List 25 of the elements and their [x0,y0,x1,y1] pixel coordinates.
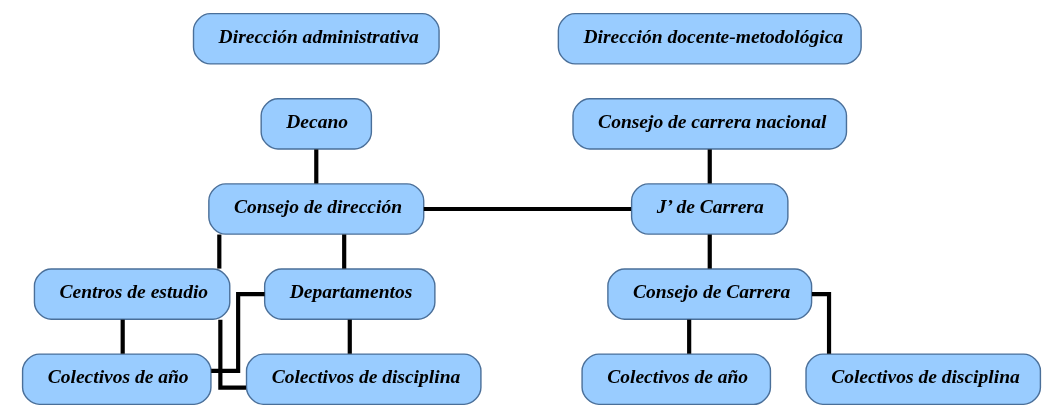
node-box: Consejo de dirección [208,183,425,235]
connector [707,149,712,184]
connector [314,149,319,184]
node-box: Departamentos [263,268,436,320]
connector [217,234,222,269]
node-box: Consejo de carrera nacional [572,98,848,150]
connector [707,234,712,269]
connector [211,292,265,373]
node-box: Colectivos de año [21,353,212,406]
node-box: Colectivos de año [581,353,772,406]
node-box: Consejo de Carrera [607,268,813,320]
connector [218,319,246,390]
connector [423,206,632,212]
connector [687,319,692,354]
connector [347,319,352,354]
node-box: Centros de estudio [33,268,231,320]
connector [811,292,832,354]
node-box: Colectivos de disciplina [805,353,1042,406]
connector [120,319,125,354]
connector [342,234,347,269]
node-box: Dirección docente-metodológica [557,12,862,65]
node-box: Colectivos de disciplina [245,353,482,406]
node-box: Dirección administrativa [192,12,440,65]
node-box: Decano [260,98,373,150]
node-box: J’ de Carrera [630,183,789,235]
